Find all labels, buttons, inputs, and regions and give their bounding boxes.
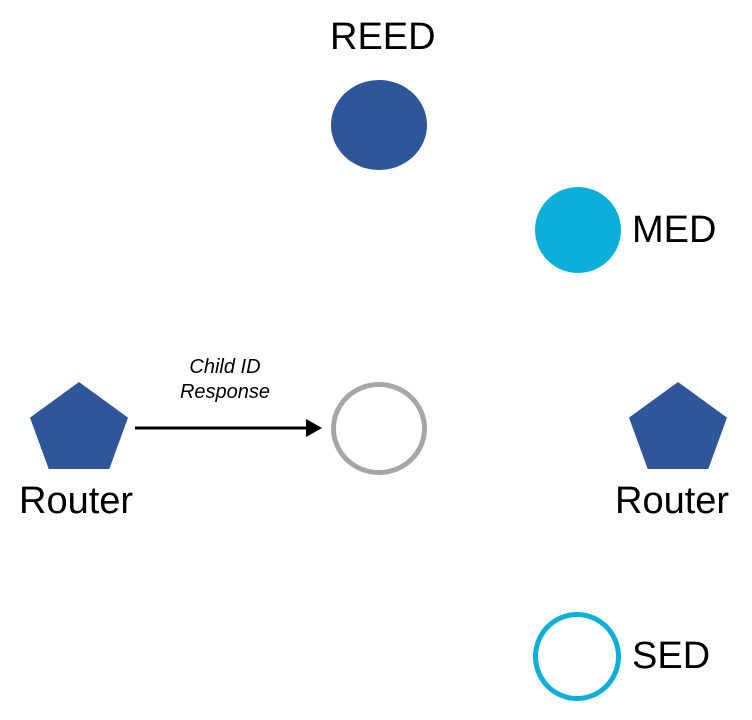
node-joining-device[interactable] bbox=[331, 382, 427, 475]
node-router-left[interactable]: Router bbox=[19, 381, 133, 520]
med-circle-icon bbox=[535, 187, 621, 273]
node-sed-label: SED bbox=[632, 635, 711, 677]
reed-circle-icon bbox=[331, 80, 427, 170]
router-pentagon-icon bbox=[629, 382, 727, 469]
sed-circle-outline-icon bbox=[533, 612, 621, 701]
node-router-left-label: Router bbox=[19, 480, 134, 522]
node-sed[interactable]: SED bbox=[533, 612, 710, 701]
node-reed-label: REED bbox=[330, 16, 436, 58]
node-router-right-label: Router bbox=[615, 480, 730, 522]
link-child-id-response-label: Child ID Response bbox=[130, 355, 320, 405]
router-pentagon-icon bbox=[30, 382, 128, 469]
link-label-line-1: Child ID bbox=[189, 356, 261, 378]
link-child-id-response[interactable]: Child ID Response bbox=[130, 355, 330, 445]
node-router-right[interactable]: Router bbox=[615, 381, 729, 520]
joining-device-circle-outline-icon bbox=[331, 382, 427, 475]
link-label-line-2: Response bbox=[179, 381, 271, 403]
arrow-right-icon bbox=[135, 419, 322, 437]
node-med[interactable]: MED bbox=[535, 187, 716, 273]
node-reed[interactable]: REED bbox=[330, 18, 436, 170]
node-med-label: MED bbox=[632, 209, 717, 251]
